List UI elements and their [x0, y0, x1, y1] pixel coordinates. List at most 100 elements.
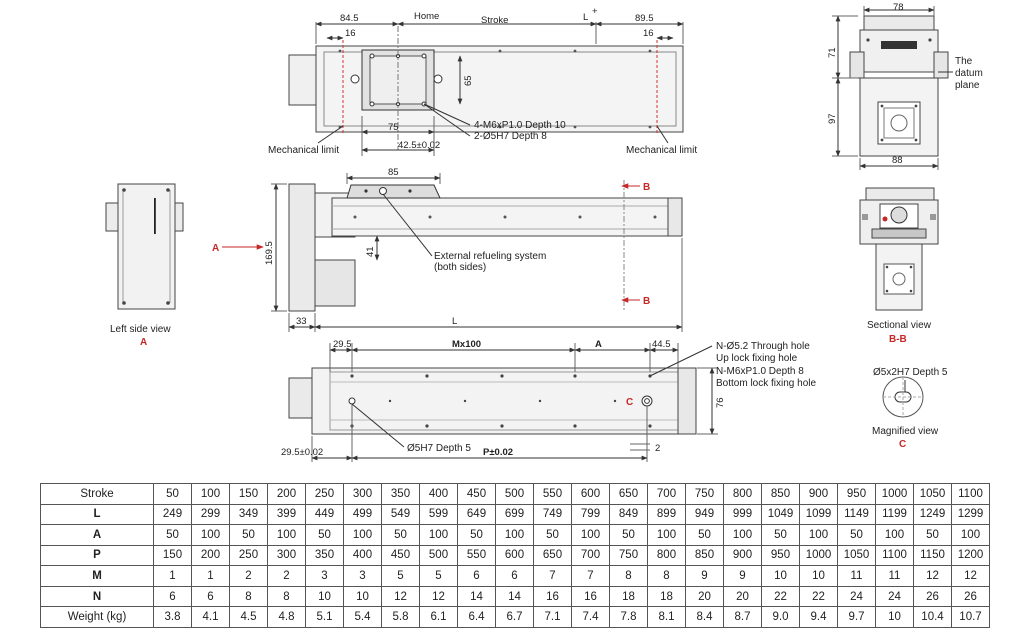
- table-cell: 650: [533, 544, 572, 567]
- table-cell: 9.7: [837, 606, 876, 628]
- table-cell: 10: [343, 585, 382, 608]
- n-note-2: Up lock fixing hole: [716, 353, 798, 364]
- section-caption: Sectional view: [867, 320, 932, 331]
- table-cell: 1050: [837, 544, 876, 567]
- table-cell: 20: [685, 585, 724, 608]
- table-cell: 1000: [875, 483, 914, 505]
- table-cell: 6.1: [419, 606, 458, 628]
- table-cell: 349: [229, 503, 268, 526]
- plus-sign: +: [592, 6, 598, 17]
- bottom-view: 29.5 Mx100 A 44.5 76 29.5±0.02 P±0.02 2 …: [281, 339, 816, 462]
- table-cell: 10: [799, 565, 838, 587]
- table-cell: 50: [305, 524, 344, 546]
- side-view-body: [331, 197, 683, 237]
- table-cell: 1200: [951, 544, 990, 567]
- bottom-view-body: [311, 367, 697, 435]
- table-cell: 8: [229, 585, 268, 608]
- table-cell: 14: [457, 585, 496, 608]
- table-cell: 500: [419, 544, 458, 567]
- table-cell: 100: [191, 524, 230, 546]
- table-cell: 900: [723, 544, 762, 567]
- table-cell: 8.4: [685, 606, 724, 628]
- row-label: A: [40, 524, 154, 546]
- n-note-1: N-Ø5.2 Through hole: [716, 341, 810, 352]
- table-cell: 50: [457, 524, 496, 546]
- section-screw: [890, 206, 908, 224]
- table-cell: 500: [495, 483, 534, 505]
- table-cell: 8: [267, 585, 306, 608]
- table-cell: 249: [153, 503, 192, 526]
- table-cell: 550: [533, 483, 572, 505]
- end-view-top-block: [863, 15, 935, 31]
- home-label: Home: [414, 11, 439, 22]
- row-label: Weight (kg): [40, 606, 154, 628]
- sectional-view: Sectional view B-B: [859, 187, 939, 345]
- table-cell: 50: [153, 483, 192, 505]
- section-marker: B-B: [889, 334, 907, 345]
- table-cell: 549: [381, 503, 420, 526]
- table-cell: 3.8: [153, 606, 192, 628]
- dim-97: 97: [827, 113, 838, 124]
- table-cell: 7: [571, 565, 610, 587]
- table-cell: 1: [191, 565, 230, 587]
- table-cell: 9: [685, 565, 724, 587]
- magnified-marker-c: C: [626, 397, 633, 408]
- table-cell: 9: [723, 565, 762, 587]
- table-cell: 250: [305, 483, 344, 505]
- table-cell: 12: [419, 585, 458, 608]
- table-cell: 6.4: [457, 606, 496, 628]
- row-label: Stroke: [40, 483, 154, 505]
- dim-78: 78: [893, 2, 904, 13]
- table-cell: 1049: [761, 503, 800, 526]
- hole-note-1: 4-M6xP1.0 Depth 10: [474, 120, 566, 131]
- table-cell: 26: [913, 585, 952, 608]
- table-cell: 550: [457, 544, 496, 567]
- table-cell: 850: [761, 483, 800, 505]
- table-cell: 9.4: [799, 606, 838, 628]
- row-label: M: [40, 565, 154, 587]
- row-label: L: [40, 503, 154, 526]
- left-side-caption: Left side view: [110, 324, 171, 335]
- section-top-block: [865, 187, 935, 201]
- table-cell: 849: [609, 503, 648, 526]
- technical-drawing: 84.5 Home Stroke L + 89.5 16 16 65 75 42…: [105, 2, 983, 462]
- magnified-note: Ø5x2H7 Depth 5: [873, 367, 948, 378]
- table-cell: 600: [495, 544, 534, 567]
- table-cell: 10.7: [951, 606, 990, 628]
- side-view-carriage: [346, 184, 441, 199]
- dim-169-5: 169.5: [264, 241, 275, 265]
- table-cell: 14: [495, 585, 534, 608]
- dim-33: 33: [296, 316, 307, 327]
- left-side-view: ▬▬▬▬▬▬ Left side view A: [105, 183, 184, 348]
- table-cell: 900: [799, 483, 838, 505]
- table-cell: 150: [153, 544, 192, 567]
- dim-29-5: 29.5: [333, 339, 352, 350]
- dim-85: 85: [388, 167, 399, 178]
- stroke-label: Stroke: [481, 15, 508, 26]
- table-cell: 8: [647, 565, 686, 587]
- table-cell: 299: [191, 503, 230, 526]
- table-cell: 3: [305, 565, 344, 587]
- table-cell: 2: [229, 565, 268, 587]
- section-marker-b-top: B: [643, 182, 650, 193]
- datum-note-3: plane: [955, 80, 980, 91]
- table-cell: 150: [229, 483, 268, 505]
- table-cell: 24: [875, 585, 914, 608]
- row-label: P: [40, 544, 154, 567]
- dim-88: 88: [892, 155, 903, 166]
- left-side-body: [117, 183, 176, 310]
- table-cell: 50: [761, 524, 800, 546]
- dim-41: 41: [365, 246, 376, 257]
- table-cell: 5.8: [381, 606, 420, 628]
- dim-42-5: 42.5±0.02: [398, 140, 440, 151]
- table-cell: 1100: [951, 483, 990, 505]
- mechanical-limit-right: Mechanical limit: [626, 145, 697, 156]
- table-cell: 50: [913, 524, 952, 546]
- dim-75: 75: [388, 122, 399, 133]
- table-cell: 4.8: [267, 606, 306, 628]
